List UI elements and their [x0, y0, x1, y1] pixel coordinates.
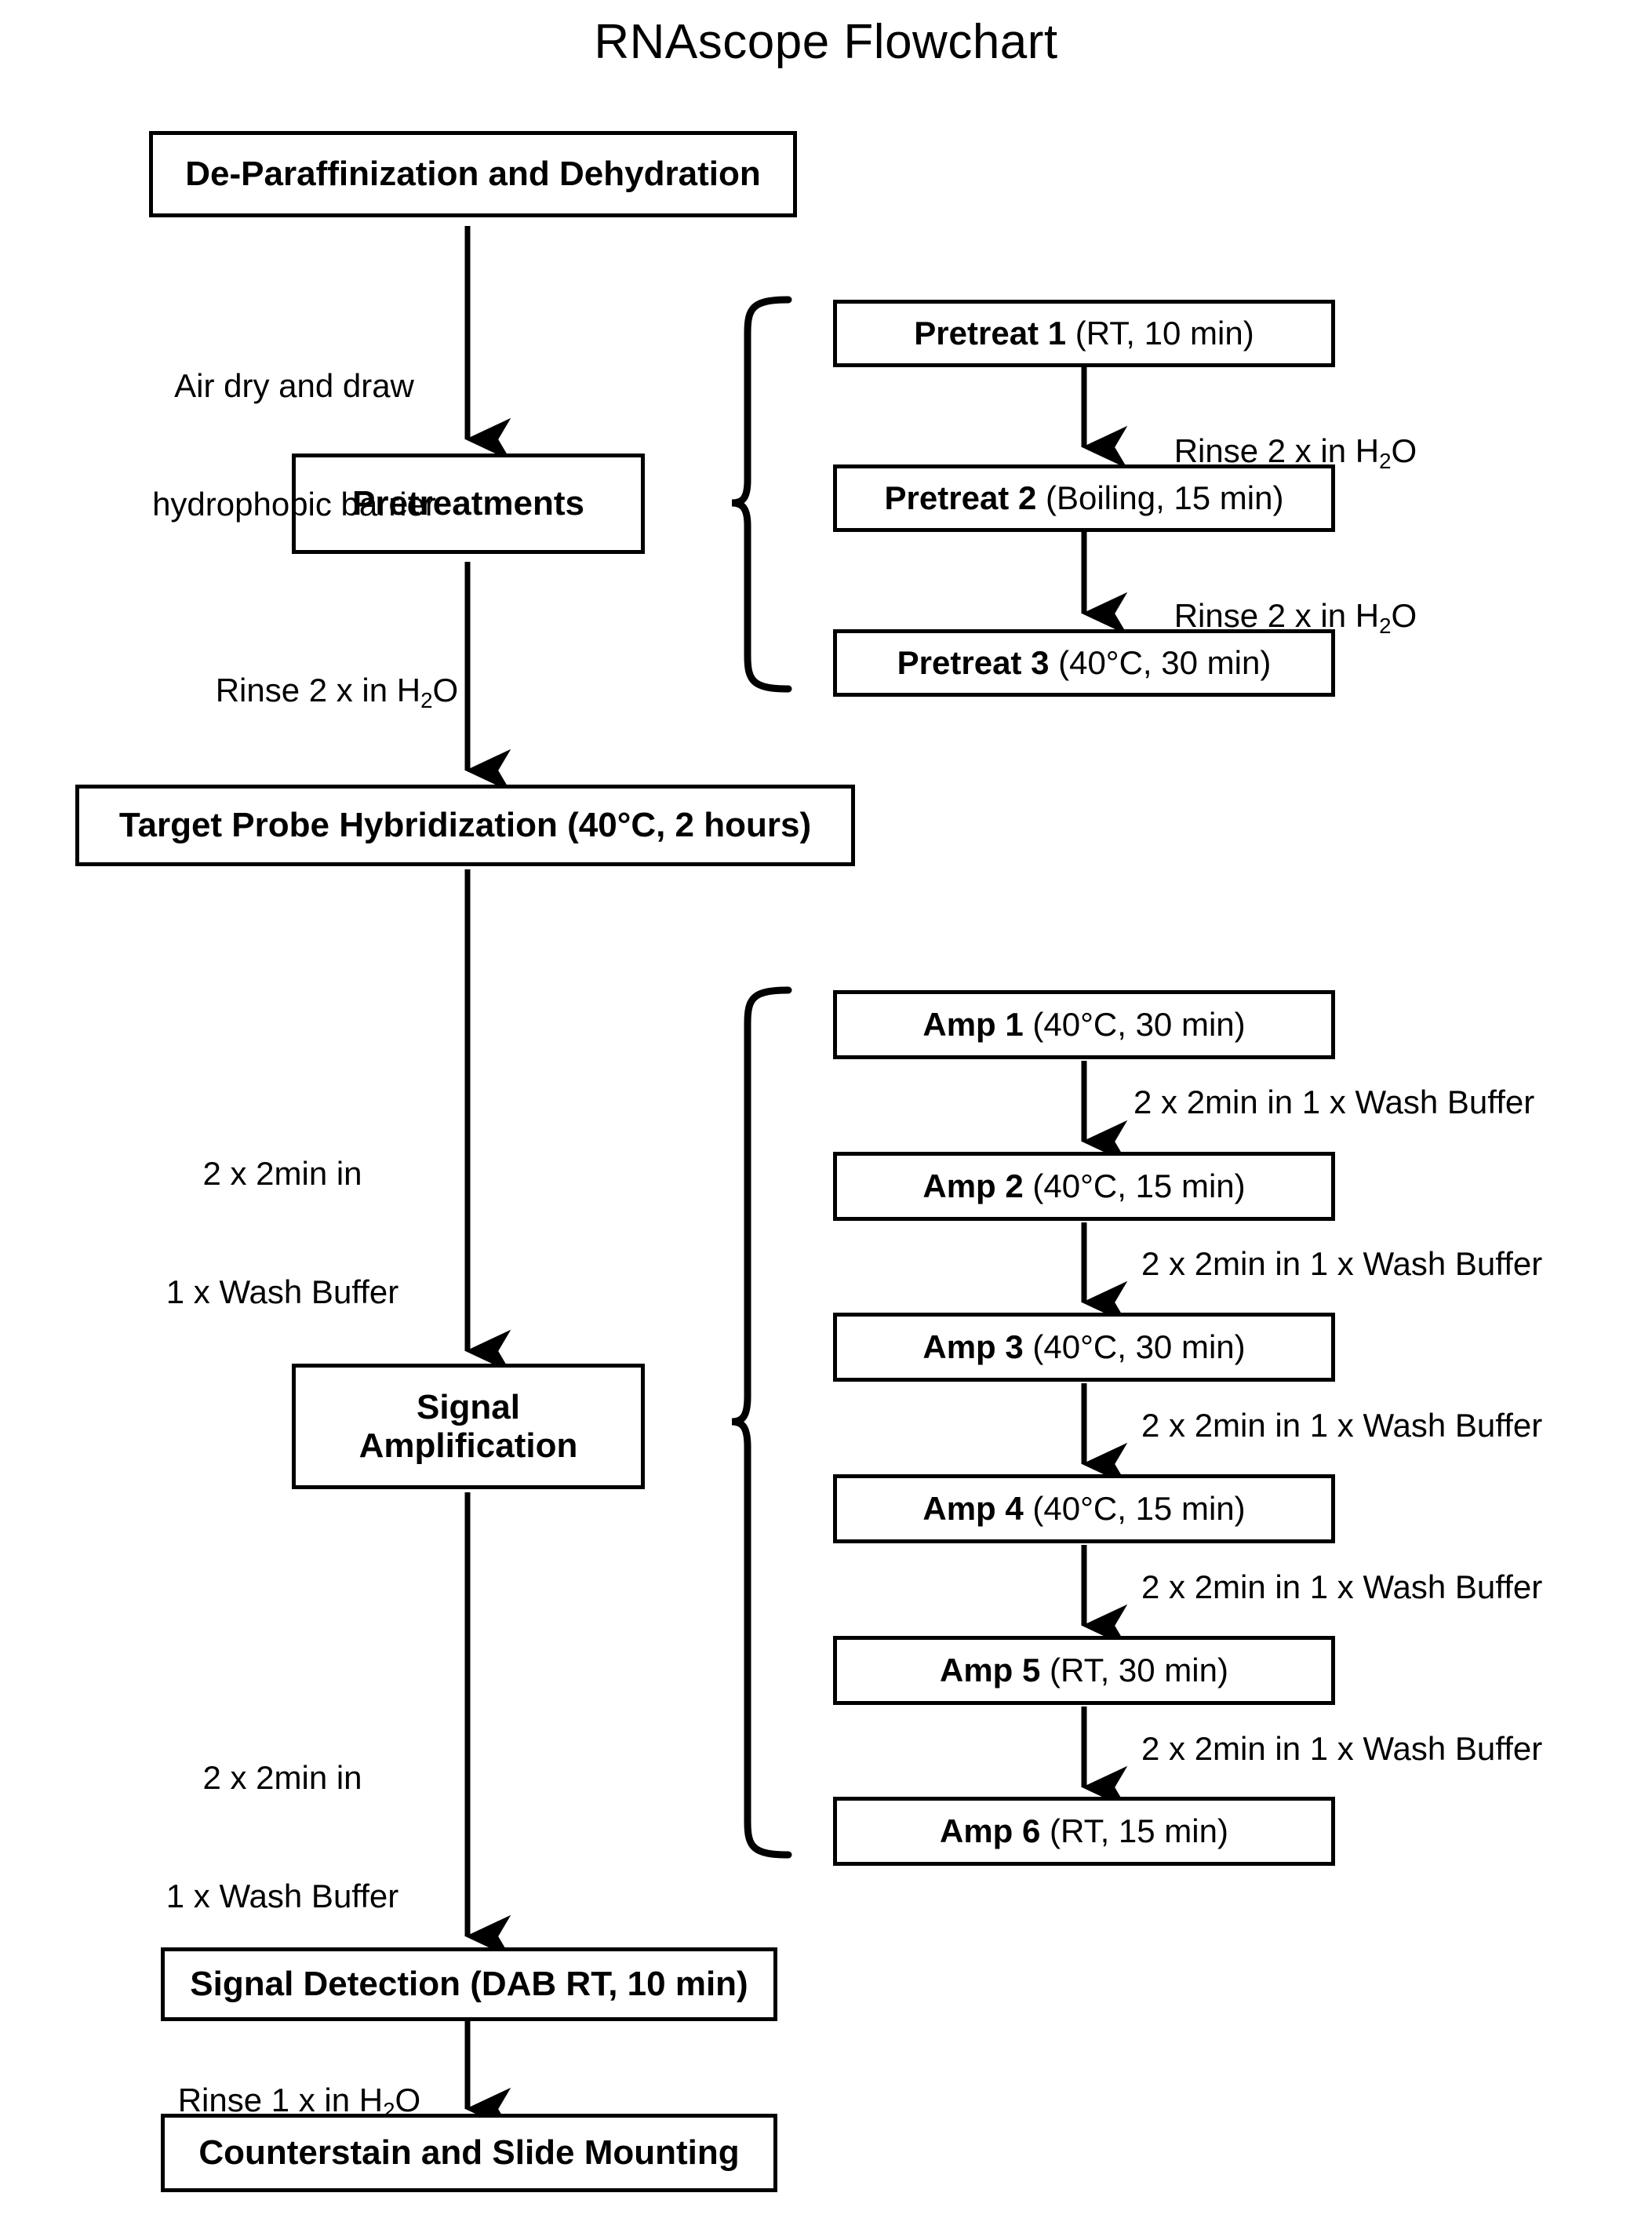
- node-label-rest: (40°C, 30 min): [1023, 1328, 1246, 1366]
- edge-label-wash-3: 2 x 2min in 1 x Wash Buffer: [1141, 1407, 1543, 1444]
- node-label-bold: Amp 3: [922, 1328, 1024, 1366]
- node-label: Amp 3 (40°C, 30 min): [915, 1328, 1253, 1365]
- edge-label-rinse-2x-h2o-a: Rinse 2 x in H2O: [1137, 392, 1417, 514]
- node-pretreat-2[interactable]: Pretreat 2 (Boiling, 15 min): [833, 464, 1335, 532]
- node-label-bold: Amp 4: [922, 1490, 1024, 1528]
- brace-pretreatments: [731, 296, 792, 693]
- node-label: Amp 4 (40°C, 15 min): [915, 1490, 1253, 1527]
- subscript-2: 2: [420, 688, 433, 713]
- node-label-bold: Pretreat 1: [914, 315, 1067, 352]
- node-label: Pretreat 3 (40°C, 30 min): [890, 644, 1279, 681]
- edge-label-wash-2: 2 x 2min in 1 x Wash Buffer: [1141, 1245, 1543, 1282]
- node-label-rest: (RT, 30 min): [1040, 1652, 1228, 1689]
- edge-label-text-end: O: [432, 672, 459, 709]
- node-amp-3[interactable]: Amp 3 (40°C, 30 min): [833, 1313, 1335, 1382]
- node-label-line2: Amplification: [358, 1426, 578, 1465]
- node-amp-5[interactable]: Amp 5 (RT, 30 min): [833, 1636, 1335, 1705]
- node-label-bold: Pretreat 2: [884, 479, 1037, 517]
- edge-label-text-end: O: [1391, 597, 1417, 635]
- node-target-probe-hybridization[interactable]: Target Probe Hybridization (40°C, 2 hour…: [75, 785, 855, 866]
- edge-label-text: Rinse 2 x in H: [1174, 597, 1380, 635]
- edge-label-rinse-2x-h2o-main: Rinse 2 x in H2O: [179, 632, 459, 753]
- edge-label-wash-1: 2 x 2min in 1 x Wash Buffer: [1133, 1084, 1535, 1120]
- edge-label-text: Rinse 2 x in H: [1174, 432, 1380, 470]
- node-label: Counterstain and Slide Mounting: [198, 2133, 740, 2173]
- node-amp-2[interactable]: Amp 2 (40°C, 15 min): [833, 1152, 1335, 1221]
- node-label: Pretreat 1 (RT, 10 min): [906, 315, 1261, 352]
- node-label-bold: Amp 5: [940, 1652, 1041, 1689]
- node-label: De-Paraffinization and Dehydration: [185, 155, 761, 194]
- edge-label-line1: 2 x 2min in: [202, 1154, 362, 1192]
- node-label-rest: (40°C, 15 min): [1023, 1167, 1246, 1205]
- edge-label-rinse-2x-h2o-b: Rinse 2 x in H2O: [1137, 557, 1417, 679]
- node-label-rest: (40°C, 30 min): [1023, 1006, 1246, 1044]
- node-label-rest: (40°C, 15 min): [1023, 1490, 1246, 1528]
- node-label-rest: (RT, 10 min): [1066, 315, 1254, 352]
- node-label-rest: (RT, 15 min): [1040, 1812, 1228, 1850]
- subscript-2: 2: [1379, 449, 1392, 474]
- node-label: Amp 5 (RT, 30 min): [932, 1652, 1236, 1688]
- edge-label-text: Rinse 2 x in H: [215, 672, 421, 709]
- edge-label-line2: hydrophobic barrier: [152, 485, 436, 523]
- node-label-rest: (Boiling, 15 min): [1036, 479, 1284, 517]
- page-title: RNAscope Flowchart: [594, 15, 1058, 69]
- node-label-bold: Amp 1: [922, 1006, 1024, 1044]
- brace-amplification: [731, 986, 792, 1859]
- edge-label-text: Rinse 1 x in H: [177, 2082, 384, 2119]
- node-amp-4[interactable]: Amp 4 (40°C, 15 min): [833, 1474, 1335, 1543]
- edge-label-line1: 2 x 2min in: [202, 1758, 362, 1796]
- node-amp-1[interactable]: Amp 1 (40°C, 30 min): [833, 990, 1335, 1059]
- node-label: Amp 2 (40°C, 15 min): [915, 1167, 1253, 1204]
- node-label-bold: Amp 6: [940, 1812, 1041, 1850]
- node-pretreat-3[interactable]: Pretreat 3 (40°C, 30 min): [833, 629, 1335, 697]
- node-label-line1: Signal: [416, 1387, 521, 1426]
- node-pretreat-1[interactable]: Pretreat 1 (RT, 10 min): [833, 300, 1335, 367]
- edge-label-line2: 1 x Wash Buffer: [166, 1273, 399, 1310]
- node-pretreatments[interactable]: Pretreatments: [292, 454, 645, 554]
- node-label-rest: (40°C, 30 min): [1049, 644, 1272, 682]
- edge-label-rinse-1x-h2o: Rinse 1 x in H2O: [141, 2042, 421, 2163]
- edge-label-wash-5: 2 x 2min in 1 x Wash Buffer: [1141, 1730, 1543, 1767]
- node-de-paraffinization[interactable]: De-Paraffinization and Dehydration: [149, 131, 797, 217]
- node-label: Pretreat 2 (Boiling, 15 min): [877, 479, 1292, 516]
- subscript-2: 2: [383, 2098, 395, 2123]
- edge-label-line1: Air dry and draw: [174, 366, 414, 404]
- edge-label-wash-buffer-to-amp: 2 x 2min in 1 x Wash Buffer: [126, 1075, 439, 1391]
- node-signal-detection[interactable]: Signal Detection (DAB RT, 10 min): [161, 1947, 777, 2021]
- edge-label-wash-buffer-to-detection: 2 x 2min in 1 x Wash Buffer: [126, 1679, 439, 1995]
- node-label-bold: Amp 2: [922, 1167, 1024, 1205]
- edge-label-line2: 1 x Wash Buffer: [166, 1877, 399, 1914]
- edge-label-wash-4: 2 x 2min in 1 x Wash Buffer: [1141, 1568, 1543, 1605]
- node-amp-6[interactable]: Amp 6 (RT, 15 min): [833, 1797, 1335, 1866]
- subscript-2: 2: [1379, 614, 1392, 639]
- edge-label-text-end: O: [395, 2082, 421, 2119]
- node-signal-amplification[interactable]: Signal Amplification: [292, 1364, 645, 1489]
- edge-label-text-end: O: [1391, 432, 1417, 470]
- node-label: Target Probe Hybridization (40°C, 2 hour…: [118, 806, 812, 845]
- edge-label-air-dry: Air dry and draw hydrophobic barrier: [137, 287, 451, 603]
- node-label: Amp 1 (40°C, 30 min): [915, 1006, 1253, 1043]
- node-label: Signal Detection (DAB RT, 10 min): [190, 1965, 748, 2004]
- node-label-bold: Pretreat 3: [897, 644, 1050, 682]
- node-label: Amp 6 (RT, 15 min): [932, 1812, 1236, 1849]
- node-label: Pretreatments: [352, 484, 584, 523]
- node-counterstain[interactable]: Counterstain and Slide Mounting: [161, 2114, 777, 2192]
